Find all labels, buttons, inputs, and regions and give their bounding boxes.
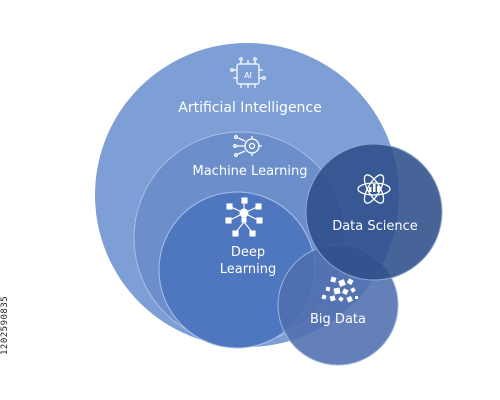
atom-chart-icon <box>357 174 391 204</box>
bd-label: Big Data <box>310 312 366 327</box>
dl-label-line1: Deep <box>231 245 265 260</box>
ml-label: Machine Learning <box>193 164 308 179</box>
neural-network-icon <box>225 197 263 237</box>
ai-chip-icon <box>230 57 266 88</box>
ai-chip-label: AI <box>244 71 252 80</box>
dl-label-line2: Learning <box>220 262 276 277</box>
gear-circuit-icon <box>233 135 262 157</box>
ds-circle <box>305 143 443 281</box>
ai-label: Artificial Intelligence <box>178 100 322 116</box>
scattered-squares-icon <box>321 276 358 303</box>
side-id-text: 1202590835 <box>0 295 10 355</box>
ds-label: Data Science <box>332 219 418 234</box>
